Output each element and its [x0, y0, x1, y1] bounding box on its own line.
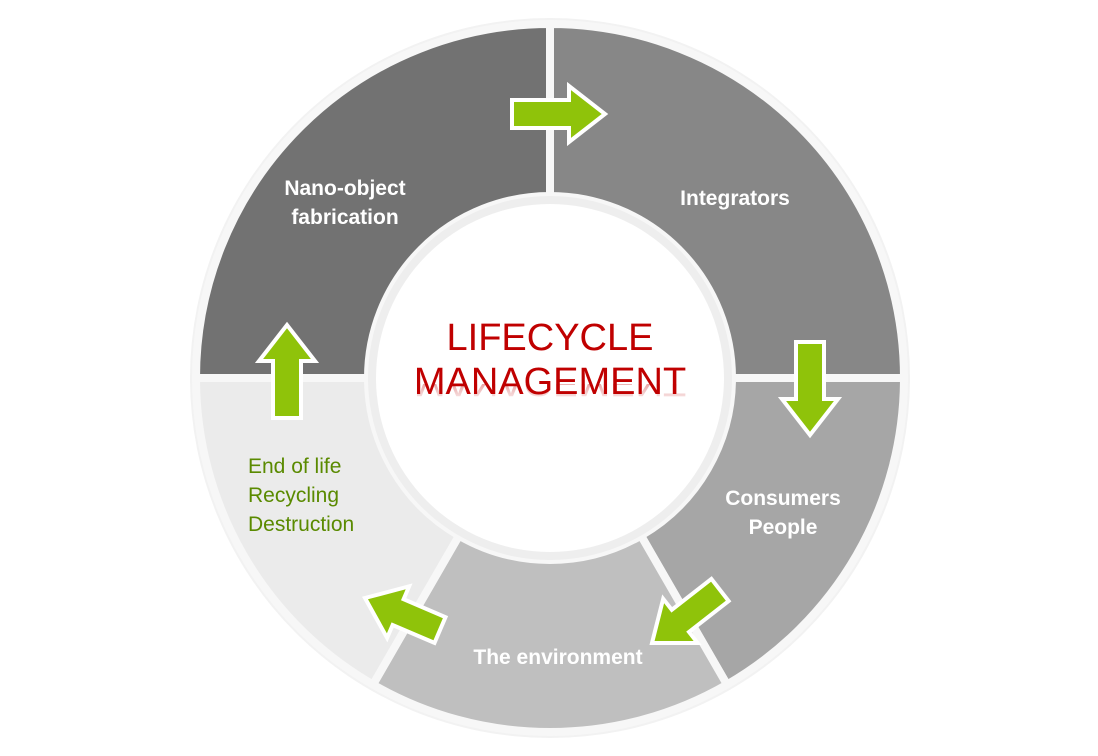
label-integrators: Integrators	[640, 184, 830, 213]
label-end-of-life: End of life Recycling Destruction	[248, 452, 428, 539]
label-line: fabrication	[291, 206, 399, 229]
label-fabrication: Nano-object fabrication	[250, 174, 440, 232]
center-title: LIFECYCLE MANAGEMENT	[400, 316, 700, 404]
arrow-icon-2	[777, 340, 843, 439]
title-reflection: MANAGEMENT	[400, 384, 700, 404]
arrow-icon-5	[254, 321, 320, 420]
arrow-icon-4	[362, 583, 449, 646]
label-line: Destruction	[248, 513, 355, 536]
label-line: End of life	[248, 455, 342, 478]
label-environment: The environment	[440, 643, 676, 672]
label-consumers: Consumers People	[688, 484, 878, 542]
label-line: The environment	[473, 646, 643, 669]
arrow-icon-1	[510, 81, 609, 147]
label-line: Integrators	[680, 187, 790, 210]
label-line: Recycling	[248, 484, 340, 507]
center-circle	[376, 204, 724, 552]
label-line: Nano-object	[284, 177, 406, 200]
label-line: Consumers	[725, 487, 841, 510]
label-line: People	[748, 516, 818, 539]
title-line-1: LIFECYCLE	[446, 317, 654, 359]
arrow-icon-3	[649, 576, 732, 646]
title-line-2: MANAGEMENT	[413, 361, 687, 403]
